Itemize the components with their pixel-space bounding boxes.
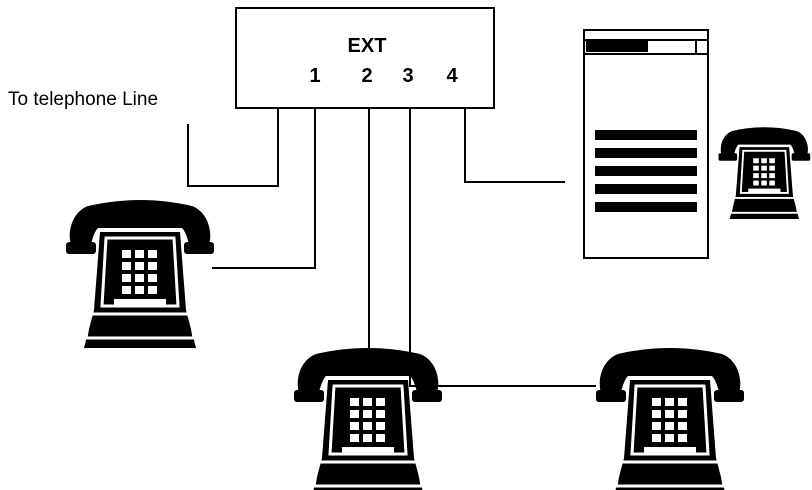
extension-box-title: EXT (348, 35, 387, 57)
wire-port-1 (212, 108, 316, 269)
telephone-icon (717, 126, 812, 220)
connection-wires (187, 108, 596, 387)
wire-port-3 (409, 108, 596, 387)
wire-port-4 (464, 108, 565, 183)
port-label-1: 1 (309, 65, 320, 87)
port-label-3: 3 (402, 65, 413, 87)
fax-machine-icon (583, 29, 709, 259)
telephone-icon (64, 198, 216, 350)
telephone-icon (594, 346, 746, 490)
telephone-line-label: To telephone Line (8, 89, 158, 110)
extension-box (235, 7, 495, 109)
wire-telephone-line (187, 108, 279, 187)
port-label-2: 2 (361, 65, 372, 87)
telephone-icon (292, 346, 444, 490)
port-label-4: 4 (446, 65, 458, 87)
